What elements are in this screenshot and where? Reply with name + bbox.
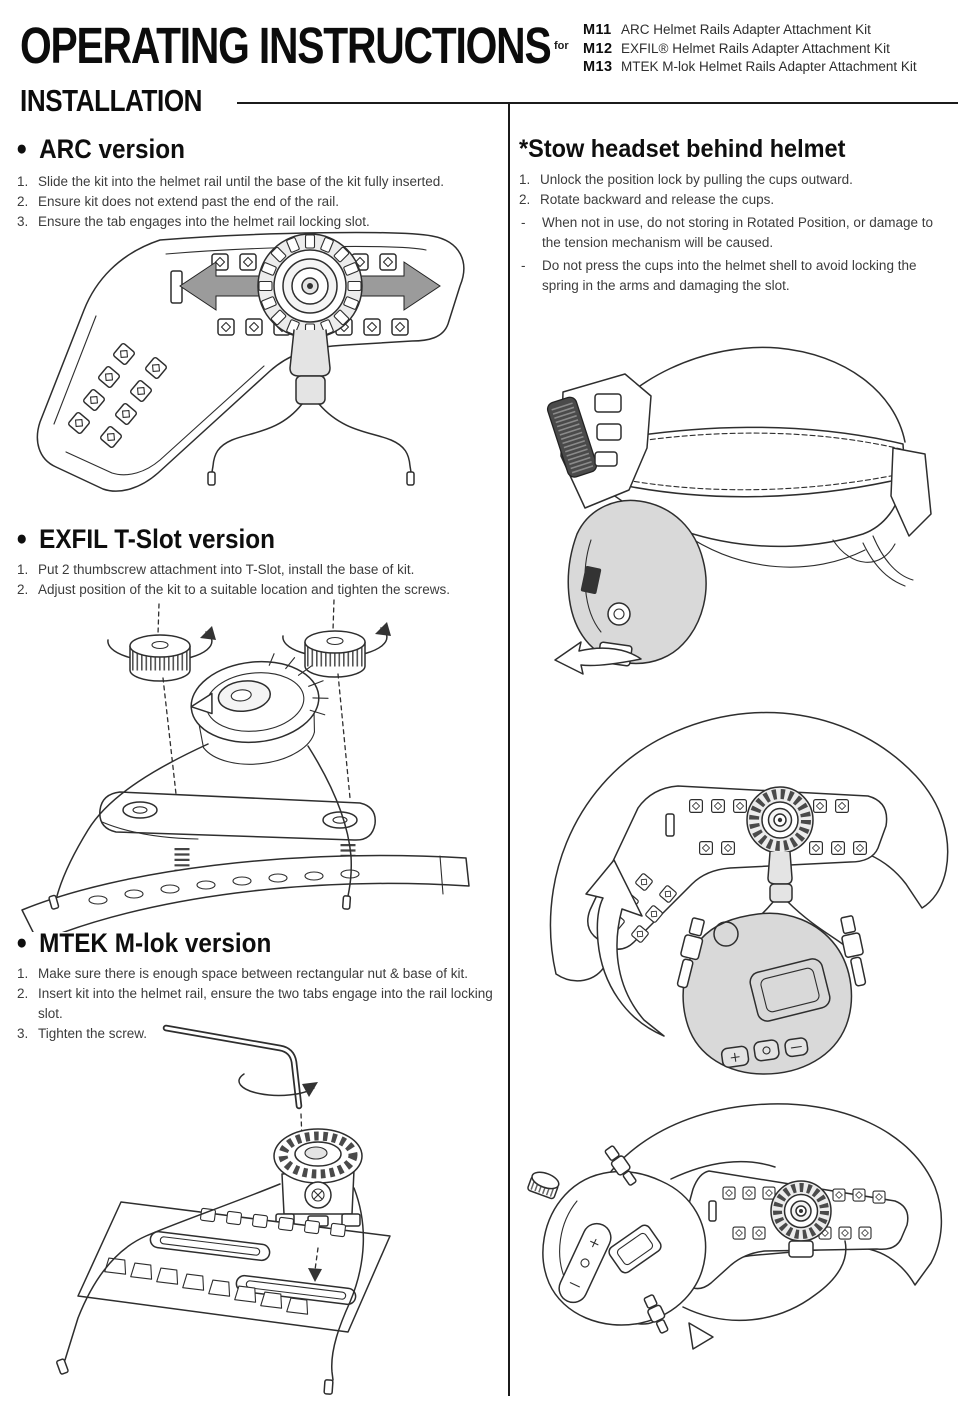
rotation-arrow-icon — [238, 1073, 318, 1097]
ear-cup — [567, 499, 707, 667]
step: Slide the kit into the helmet rail until… — [17, 172, 444, 192]
wire-arms — [56, 1183, 365, 1395]
kit-model: M13 — [583, 59, 613, 75]
helmet-headset-stowed-diagram — [527, 1103, 943, 1350]
step: Ensure kit does not extend past the end … — [17, 192, 339, 212]
ear-cup — [676, 912, 867, 1075]
mtek-steps: Make sure there is enough space between … — [16, 964, 496, 1044]
step: Unlock the position lock by pulling the … — [519, 170, 853, 190]
step: Make sure there is enough space between … — [17, 964, 469, 984]
helmet-headset-unlock-diagram — [546, 346, 932, 675]
mtek-section-title: ●MTEK M-lok version — [16, 928, 272, 958]
kit-name: MTEK M-lok Helmet Rails Adapter Attachme… — [621, 59, 917, 74]
mtek-mlok-diagram — [56, 1024, 391, 1395]
plug-connector-icon — [604, 1145, 637, 1186]
wire-arms — [207, 403, 415, 486]
step: Rotate backward and release the cups. — [519, 190, 775, 210]
arc-section-title: ●ARC version — [16, 134, 185, 164]
rotary-adapter-icon — [190, 653, 329, 765]
plug-connector-icon — [643, 1294, 669, 1334]
step: Insert kit into the helmet rail, ensure … — [17, 984, 493, 1021]
rotary-adapter-icon — [257, 233, 363, 339]
slide-left-arrow-icon — [179, 261, 267, 311]
rotary-adapter-icon — [770, 1180, 832, 1242]
stow-notes: When not in use, do not storing in Rotat… — [518, 213, 948, 299]
base-plate — [99, 791, 376, 841]
hex-key-icon — [162, 1024, 303, 1110]
button-cluster — [558, 1222, 612, 1304]
arc-steps: Slide the kit into the helmet rail until… — [16, 172, 486, 232]
kit-item-m11: M11 ARC Helmet Rails Adapter Attachment K… — [583, 21, 917, 40]
plug-connector-icon — [840, 915, 867, 987]
kit-model: M12 — [583, 40, 613, 57]
bullet-icon: ● — [16, 137, 28, 160]
note: When not in use, do not storing in Rotat… — [518, 213, 948, 253]
insert-arrow-icon — [308, 1268, 322, 1282]
stow-section-title: *Stow headset behind helmet — [519, 135, 846, 163]
section-title: INSTALLATION — [20, 83, 203, 118]
kit-item-m13: M13 MTEK M-lok Helmet Rails Adapter Attac… — [583, 58, 917, 77]
exfil-tslot-diagram — [21, 598, 470, 932]
arc-rail-adapter-diagram — [36, 231, 465, 492]
kit-item-m12: M12 EXFIL® Helmet Rails Adapter Attachmen… — [583, 40, 917, 59]
rail-strip — [21, 854, 470, 932]
exfil-steps: Put 2 thumbscrew attachment into T-Slot,… — [16, 560, 486, 600]
note: Do not press the cups into the helmet sh… — [518, 256, 948, 296]
mlok-plate — [77, 1201, 391, 1333]
rotary-adapter-icon — [746, 786, 814, 854]
rotary-adapter-icon — [273, 1128, 363, 1227]
button-cluster — [720, 1037, 809, 1069]
rotate-up-arrow-icon — [585, 859, 665, 1037]
wire-arms — [48, 743, 352, 910]
kit-name: ARC Helmet Rails Adapter Attachment Kit — [621, 22, 871, 37]
mic-knob-icon — [527, 1171, 560, 1200]
ear-cup — [527, 1145, 714, 1350]
for-label: for — [554, 40, 569, 52]
stow-steps: Unlock the position lock by pulling the … — [518, 170, 950, 210]
kit-model: M11 — [583, 22, 612, 38]
slide-right-arrow-icon — [353, 261, 441, 311]
rotate-arrow-icon — [554, 641, 642, 675]
step: Adjust position of the kit to a suitable… — [17, 580, 450, 600]
kit-name: EXFIL® Helmet Rails Adapter Attachment K… — [621, 40, 890, 56]
bullet-icon: ● — [16, 527, 28, 550]
step: Tighten the screw. — [17, 1024, 148, 1044]
kit-list: M11 ARC Helmet Rails Adapter Attachment K… — [583, 21, 917, 77]
exfil-section-title: ●EXFIL T-Slot version — [16, 524, 275, 554]
rear-strap — [862, 447, 932, 587]
horizontal-rule — [237, 102, 958, 104]
nvg-shroud — [546, 373, 652, 509]
helmet-headset-rotate-diagram — [549, 711, 949, 1075]
column-divider — [508, 103, 510, 1396]
step: Put 2 thumbscrew attachment into T-Slot,… — [17, 560, 415, 580]
step: Ensure the tab engages into the helmet r… — [17, 212, 370, 232]
plug-connector-icon — [676, 917, 705, 989]
page-title: OPERATING INSTRUCTIONS — [20, 17, 552, 74]
bullet-icon: ● — [16, 931, 28, 954]
